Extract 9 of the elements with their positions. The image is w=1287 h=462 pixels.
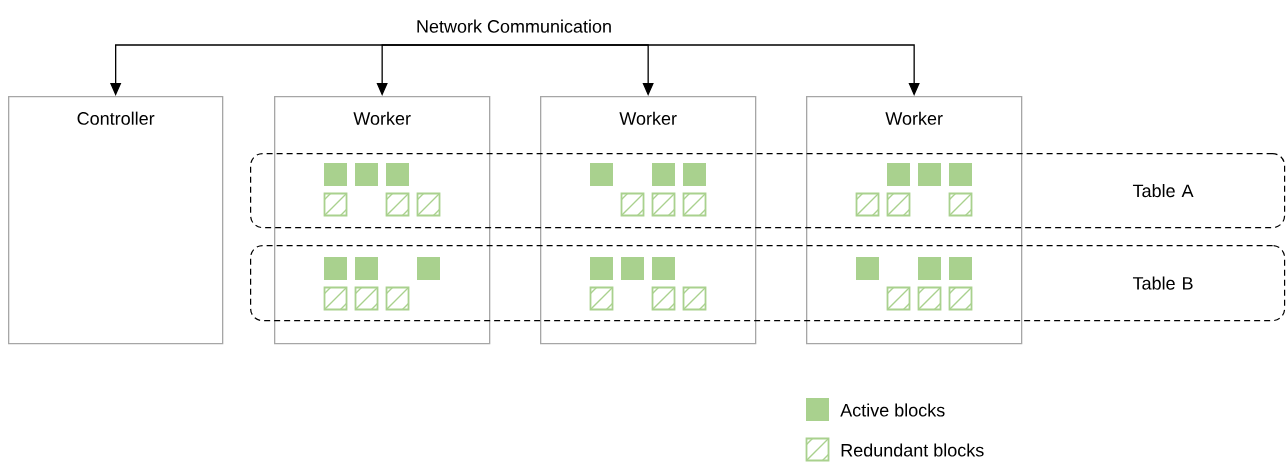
- legend-label: Active blocks: [840, 403, 945, 417]
- worker-box: Worker: [806, 96, 1023, 345]
- legend-label: Redundant blocks: [841, 443, 984, 457]
- controller-box: Controller: [8, 96, 224, 345]
- table-band: Table B: [250, 245, 1286, 322]
- worker-box: Worker: [274, 96, 491, 345]
- worker-box: Worker: [540, 96, 757, 345]
- table-band: Table A: [250, 153, 1286, 229]
- heading-label: Network Communication: [417, 19, 611, 33]
